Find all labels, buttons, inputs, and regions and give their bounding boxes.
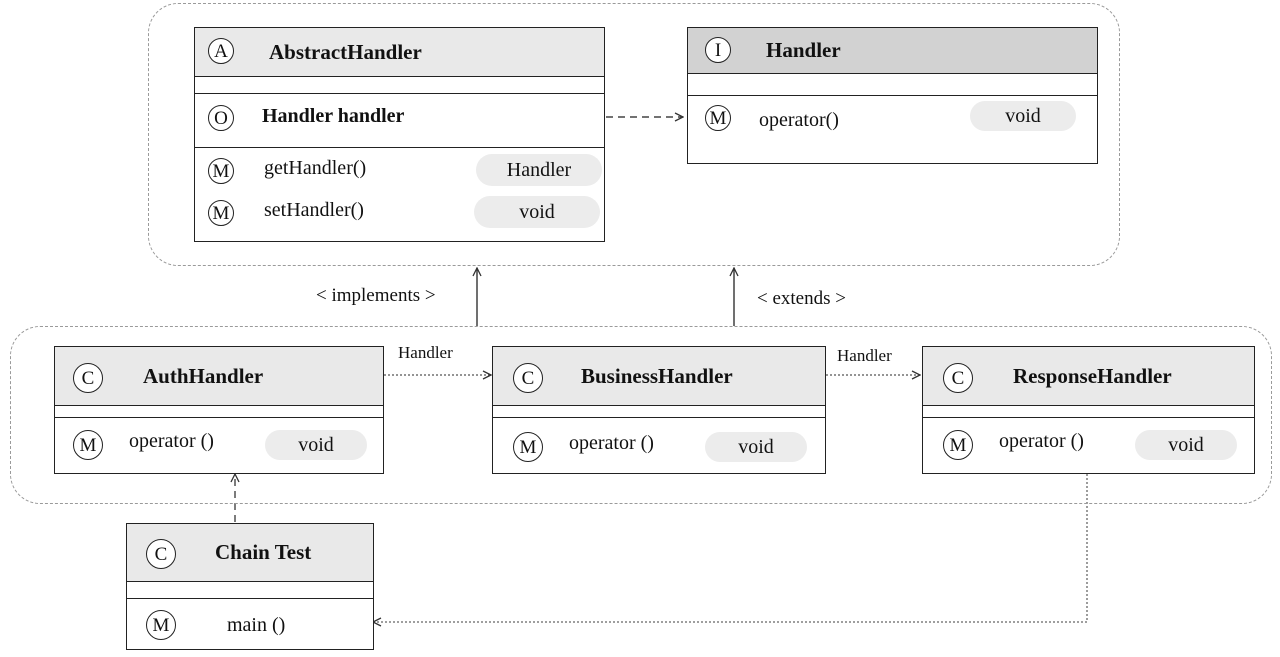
return-type-pill: void — [1135, 430, 1237, 460]
method-row: M operator () void — [55, 425, 383, 465]
class-divider — [195, 77, 604, 94]
method-name: operator () — [569, 432, 654, 454]
auth-to-business-label: Handler — [398, 343, 453, 362]
class-name: AuthHandler — [143, 363, 264, 388]
class-header: C BusinessHandler — [493, 347, 825, 406]
response-to-chaintest-return — [373, 474, 1088, 622]
method-name: operator () — [999, 430, 1084, 452]
field-text: Handler handler — [262, 105, 405, 127]
return-type-pill: void — [474, 196, 600, 228]
method-row: M operator () void — [923, 425, 1254, 465]
class-icon: C — [146, 539, 176, 569]
method-icon: M — [73, 430, 103, 460]
handler-chain-group — [10, 326, 1272, 504]
class-divider — [923, 406, 1254, 418]
class-header: C AuthHandler — [55, 347, 383, 406]
method-row: M operator() void — [688, 101, 1097, 137]
method-row: M getHandler() Handler — [195, 154, 604, 190]
method-name: operator() — [759, 109, 839, 131]
method-name: operator () — [129, 430, 214, 452]
abstract-class-icon: A — [208, 38, 234, 64]
method-icon: M — [208, 200, 234, 226]
method-name: getHandler() — [264, 157, 367, 179]
class-header: C Chain Test — [127, 524, 373, 582]
extends-label: < extends > — [757, 288, 846, 309]
method-icon: M — [705, 105, 731, 131]
class-icon: C — [73, 363, 103, 393]
method-icon: M — [146, 610, 176, 640]
return-type-pill: void — [265, 430, 367, 460]
class-name: ResponseHandler — [1013, 363, 1172, 388]
return-type-pill: Handler — [476, 154, 602, 186]
class-header: C ResponseHandler — [923, 347, 1254, 406]
method-row: M main () — [127, 606, 373, 646]
return-type-pill: void — [705, 432, 807, 462]
class-header: I Handler — [688, 28, 1097, 74]
handler-interface-class[interactable]: I Handler M operator() void — [687, 27, 1098, 164]
class-name: AbstractHandler — [269, 39, 422, 64]
field-icon: O — [208, 105, 234, 131]
class-name: Chain Test — [215, 540, 312, 564]
chain-test-class[interactable]: C Chain Test M main () — [126, 523, 374, 650]
return-type-pill: void — [970, 101, 1076, 131]
method-row: M setHandler() void — [195, 196, 604, 232]
interface-icon: I — [705, 37, 731, 63]
method-name: main () — [227, 614, 286, 636]
class-header: A AbstractHandler — [195, 28, 604, 77]
class-divider — [127, 582, 373, 599]
auth-handler-class[interactable]: C AuthHandler M operator () void — [54, 346, 384, 474]
method-icon: M — [513, 432, 543, 462]
field-row: O Handler handler — [195, 95, 604, 148]
class-divider — [55, 406, 383, 418]
business-handler-class[interactable]: C BusinessHandler M operator () void — [492, 346, 826, 474]
class-icon: C — [513, 363, 543, 393]
implements-label: < implements > — [316, 285, 436, 306]
method-name: setHandler() — [264, 199, 364, 221]
class-divider — [493, 406, 825, 418]
interface-layer-group — [148, 3, 1120, 266]
response-handler-class[interactable]: C ResponseHandler M operator () void — [922, 346, 1255, 474]
abstract-handler-class[interactable]: A AbstractHandler O Handler handler M ge… — [194, 27, 605, 242]
class-divider — [688, 74, 1097, 96]
business-to-response-label: Handler — [837, 346, 892, 365]
method-icon: M — [943, 430, 973, 460]
method-row: M operator () void — [493, 427, 825, 467]
class-name: BusinessHandler — [581, 363, 733, 388]
method-icon: M — [208, 158, 234, 184]
class-name: Handler — [766, 38, 841, 62]
class-icon: C — [943, 363, 973, 393]
